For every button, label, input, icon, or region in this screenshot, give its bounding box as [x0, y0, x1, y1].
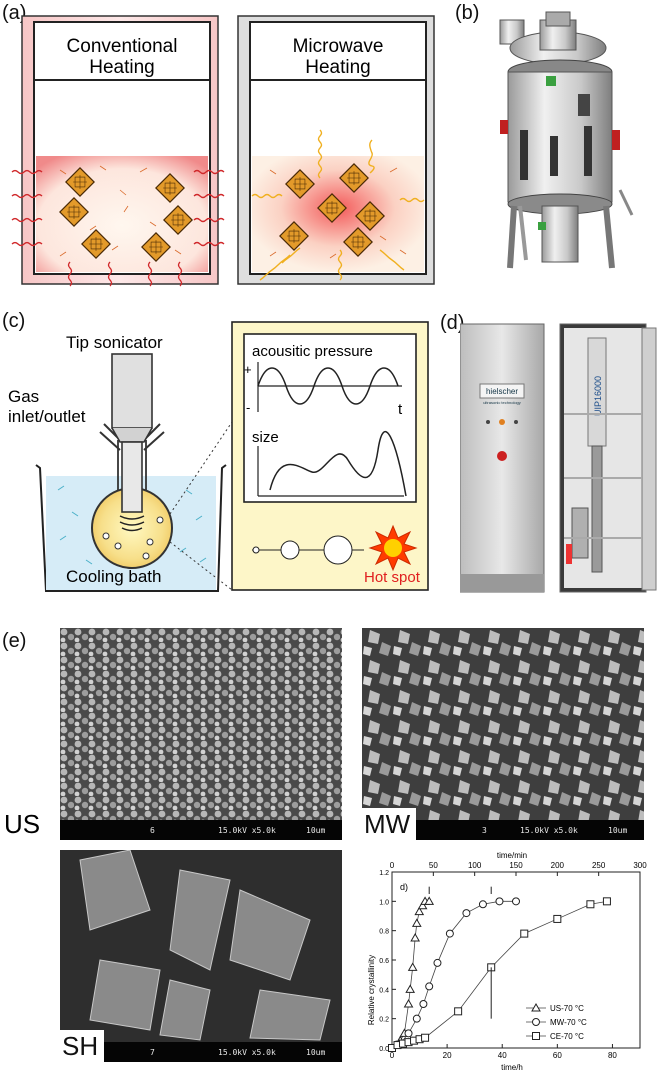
data-point-circle	[404, 1029, 413, 1038]
microwave-label-2: Heating	[305, 57, 371, 78]
top-tick-label: 200	[551, 861, 565, 870]
data-point-circle	[495, 897, 504, 906]
plus-sign: +	[244, 362, 252, 377]
panel-label-b: (b)	[455, 2, 480, 24]
y-tick-label: 0.2	[379, 1017, 389, 1024]
gas-label-2: inlet/outlet	[8, 407, 86, 426]
data-point-triangle	[410, 932, 421, 942]
tip-sonicator-label: Tip sonicator	[66, 333, 163, 352]
top-tick-label: 0	[390, 861, 395, 870]
x-tick-label: 80	[608, 1051, 617, 1060]
x-axis-label: time/h	[501, 1063, 523, 1072]
data-point-square	[421, 1033, 430, 1042]
legend-marker	[532, 1018, 540, 1026]
conventional-label-1: Conventional	[67, 36, 178, 57]
x-tick-label: 20	[443, 1051, 452, 1060]
ultrasonic-cabinet-image: hielscher ultrasonic technology UIP16000	[460, 323, 657, 593]
data-point-circle	[478, 900, 487, 909]
panel-label-e: (e)	[2, 630, 27, 652]
microwave-label-1: Microwave	[293, 36, 384, 57]
brand-label: hielscher	[486, 387, 518, 396]
top-tick-label: 250	[592, 861, 606, 870]
sem-mw-infobar: 3 15.0kV x5.0k 10um	[362, 820, 644, 840]
data-point-triangle	[411, 918, 422, 927]
microwave-heating-box	[237, 15, 435, 285]
data-point-triangle	[414, 906, 425, 916]
legend-label: MW-70 °C	[550, 1018, 587, 1027]
conventional-heating-box	[11, 15, 225, 287]
top-axis-label: time/min	[497, 851, 527, 860]
sem-sh-infobar: 7 15.0kV x5.0k 10um	[60, 1042, 342, 1062]
sem-sh-texture	[60, 850, 342, 1042]
data-point-square	[454, 1007, 463, 1016]
series-line-0	[395, 900, 430, 1046]
top-tick-label: 50	[429, 861, 438, 870]
data-point-triangle	[407, 962, 418, 971]
brand-sub-label: ultrasonic technology	[483, 400, 521, 405]
y-tick-label: 1.2	[379, 870, 389, 877]
y-axis-label: Relative crystallinity	[367, 955, 376, 1025]
data-point-square	[586, 900, 595, 909]
data-point-circle	[433, 958, 442, 967]
minus-sign: -	[246, 400, 250, 415]
conventional-label-2: Heating	[89, 57, 155, 78]
panel-label-c: (c)	[2, 310, 26, 332]
sem-image-sh: 7 15.0kV x5.0k 10um	[60, 850, 342, 1062]
acoustic-pressure-label: acousitic pressure	[252, 343, 373, 360]
data-point-triangle	[405, 984, 416, 993]
hot-spot-label: Hot spot	[364, 569, 421, 586]
sem-sh-tag: SH	[60, 1030, 105, 1062]
data-point-triangle	[403, 998, 414, 1008]
y-tick-label: 0.6	[379, 958, 389, 965]
y-tick-label: 1.0	[379, 899, 389, 906]
gas-label-1: Gas	[8, 387, 39, 406]
top-tick-label: 150	[509, 861, 523, 870]
size-label: size	[252, 429, 279, 446]
x-tick-label: 0	[390, 1051, 395, 1060]
cooling-bath-label: Cooling bath	[66, 567, 161, 586]
data-point-circle	[419, 1000, 428, 1008]
y-tick-label: 0.4	[379, 987, 389, 994]
data-point-circle	[445, 929, 454, 938]
x-tick-label: 60	[553, 1051, 562, 1060]
device-model-label: UIP16000	[593, 376, 603, 416]
data-point-circle	[425, 982, 434, 991]
time-axis-label: t	[398, 401, 403, 418]
chart-panel-tag: d)	[400, 882, 408, 892]
data-point-square	[602, 897, 611, 906]
sem-us-infobar: 6 15.0kV x5.0k 10um	[60, 820, 342, 840]
x-tick-label: 40	[498, 1051, 507, 1060]
panel-label-a: (a)	[2, 2, 27, 24]
legend-label: CE-70 °C	[550, 1032, 584, 1041]
legend-marker	[532, 1032, 540, 1040]
data-point-square	[553, 914, 562, 923]
legend-marker	[531, 1002, 541, 1012]
y-tick-label: 0.8	[379, 929, 389, 936]
data-point-circle	[462, 909, 471, 918]
heating-schematic: Conventional Heating Microwave Heating	[11, 15, 435, 287]
ultrasonic-reactor-image	[499, 11, 634, 269]
legend-label: US-70 °C	[550, 1004, 584, 1013]
data-point-circle	[512, 897, 520, 906]
data-point-triangle	[424, 896, 435, 905]
sem-mw-texture	[362, 628, 644, 820]
data-point-circle	[412, 1014, 421, 1023]
sonication-schematic: Tip sonicator Gas inlet/outlet Cooling b…	[8, 321, 429, 592]
top-tick-label: 100	[468, 861, 482, 870]
y-tick-label: 0.0	[379, 1046, 389, 1053]
data-point-square	[520, 929, 529, 938]
panel-label-d: (d)	[440, 312, 465, 334]
sem-image-mw: 3 15.0kV x5.0k 10um	[362, 628, 644, 840]
sem-us-tag: US	[2, 808, 47, 840]
sem-us-texture	[60, 628, 342, 820]
top-tick-label: 300	[633, 861, 647, 870]
sem-mw-tag: MW	[362, 808, 417, 840]
sem-image-us: 6 15.0kV x5.0k 10um	[60, 628, 342, 840]
data-point-triangle	[417, 900, 428, 910]
crystallinity-chart: 0 20 40 60 80 0 50 100 150 200 250 300 0.0 0.2 0.4 0.6 0…	[367, 851, 647, 1072]
